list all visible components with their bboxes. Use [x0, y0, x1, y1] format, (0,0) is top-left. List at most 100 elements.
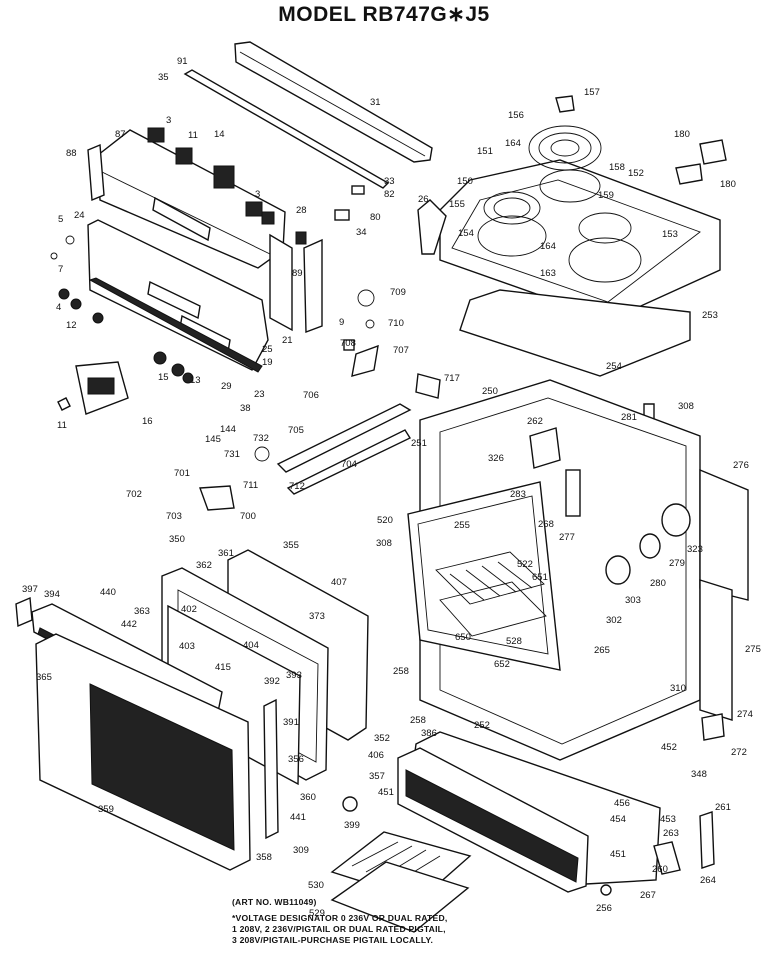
- part-label-530: 530: [308, 880, 324, 891]
- part-label-21: 21: [282, 335, 293, 346]
- part-label-158: 158: [609, 162, 625, 173]
- part-label-91: 91: [177, 56, 188, 67]
- part-label-363: 363: [134, 606, 150, 617]
- part-label-279: 279: [669, 558, 685, 569]
- part-label-352: 352: [374, 733, 390, 744]
- part-label-33: 33: [384, 176, 395, 187]
- part-label-29: 29: [221, 381, 232, 392]
- part-label-406: 406: [368, 750, 384, 761]
- part-label-731: 731: [224, 449, 240, 460]
- part-label-357: 357: [369, 771, 385, 782]
- part-label-373: 373: [309, 611, 325, 622]
- part-label-700: 700: [240, 511, 256, 522]
- part-label-358: 358: [256, 852, 272, 863]
- part-label-710: 710: [388, 318, 404, 329]
- drawer-front-451: [397, 747, 589, 893]
- part-label-386: 386: [421, 728, 437, 739]
- part-label-265: 265: [594, 645, 610, 656]
- part-label-12: 12: [66, 320, 77, 331]
- part-label-712: 712: [289, 481, 305, 492]
- part-label-394: 394: [44, 589, 60, 600]
- control-housing-89: [269, 233, 293, 332]
- part-label-310: 310: [670, 683, 686, 694]
- part-label-708: 708: [340, 338, 356, 349]
- part-label-82: 82: [384, 189, 395, 200]
- rails-704-705: [276, 403, 412, 495]
- part-label-355: 355: [283, 540, 299, 551]
- lock-parts-700: [199, 344, 441, 511]
- part-label-150: 150: [457, 176, 473, 187]
- clock-timer-16: [75, 361, 129, 415]
- part-label-264: 264: [700, 875, 716, 886]
- part-label-154: 154: [458, 228, 474, 239]
- part-label-263: 263: [663, 828, 679, 839]
- small-parts-left: [50, 185, 375, 411]
- part-label-25: 25: [262, 344, 273, 355]
- part-label-441: 441: [290, 812, 306, 823]
- part-label-308: 308: [376, 538, 392, 549]
- part-label-362: 362: [196, 560, 212, 571]
- part-label-397: 397: [22, 584, 38, 595]
- trim-strip-19: [88, 277, 263, 373]
- part-label-309: 309: [293, 845, 309, 856]
- part-label-38: 38: [240, 403, 251, 414]
- part-label-456: 456: [614, 798, 630, 809]
- part-label-442: 442: [121, 619, 137, 630]
- part-label-11: 11: [188, 130, 198, 141]
- part-label-180: 180: [674, 129, 690, 140]
- part-label-274: 274: [737, 709, 753, 720]
- part-label-258: 258: [393, 666, 409, 677]
- part-label-359: 359: [98, 804, 114, 815]
- part-label-255: 255: [454, 520, 470, 531]
- part-label-650: 650: [455, 632, 471, 643]
- part-label-23: 23: [254, 389, 265, 400]
- part-label-705: 705: [288, 425, 304, 436]
- part-label-19: 19: [262, 357, 273, 368]
- part-label-652: 652: [494, 659, 510, 670]
- part-label-164: 164: [540, 241, 556, 252]
- part-label-520: 520: [377, 515, 393, 526]
- end-cap-88: [87, 143, 105, 202]
- backguard-trim-31: [234, 41, 433, 163]
- part-label-711: 711: [243, 480, 258, 491]
- part-label-454: 454: [610, 814, 626, 825]
- part-label-153: 153: [662, 229, 678, 240]
- knobs: [58, 288, 194, 384]
- oven-components: [529, 427, 691, 585]
- voltage-note-line-2: 1 208V, 2 236V/PIGTAIL OR DUAL RATED PIG…: [232, 924, 446, 934]
- part-label-391: 391: [283, 717, 299, 728]
- part-label-529: 529: [309, 908, 325, 919]
- part-label-308: 308: [678, 401, 694, 412]
- broiler-pan-529: [330, 861, 470, 933]
- part-label-348: 348: [691, 769, 707, 780]
- part-label-453: 453: [660, 814, 676, 825]
- part-label-28: 28: [296, 205, 307, 216]
- part-label-732: 732: [253, 433, 269, 444]
- side-panel-275: [699, 579, 733, 721]
- part-label-302: 302: [606, 615, 622, 626]
- oven-liner-520: [407, 481, 561, 671]
- part-label-707: 707: [393, 345, 409, 356]
- part-label-13: 13: [190, 375, 201, 386]
- part-label-717: 717: [444, 373, 460, 384]
- art-number: (ART NO. WB11049): [232, 897, 317, 907]
- part-label-702: 702: [126, 489, 142, 500]
- model-title: MODEL RB747G∗J5: [278, 3, 490, 26]
- hinge-parts: [15, 596, 358, 840]
- part-label-440: 440: [100, 587, 116, 598]
- part-label-365: 365: [36, 672, 52, 683]
- bracket-9: [303, 238, 323, 334]
- part-label-253: 253: [702, 310, 718, 321]
- part-label-159: 159: [598, 190, 614, 201]
- part-label-5: 5: [58, 214, 63, 225]
- part-label-14: 14: [214, 129, 225, 140]
- part-label-399: 399: [344, 820, 360, 831]
- part-label-280: 280: [650, 578, 666, 589]
- terminal-block-272: [701, 713, 725, 741]
- part-label-703: 703: [166, 511, 182, 522]
- part-label-303: 303: [625, 595, 641, 606]
- side-panel-276: [699, 468, 749, 601]
- part-label-415: 415: [215, 662, 231, 673]
- part-label-403: 403: [179, 641, 195, 652]
- part-label-24: 24: [74, 210, 85, 221]
